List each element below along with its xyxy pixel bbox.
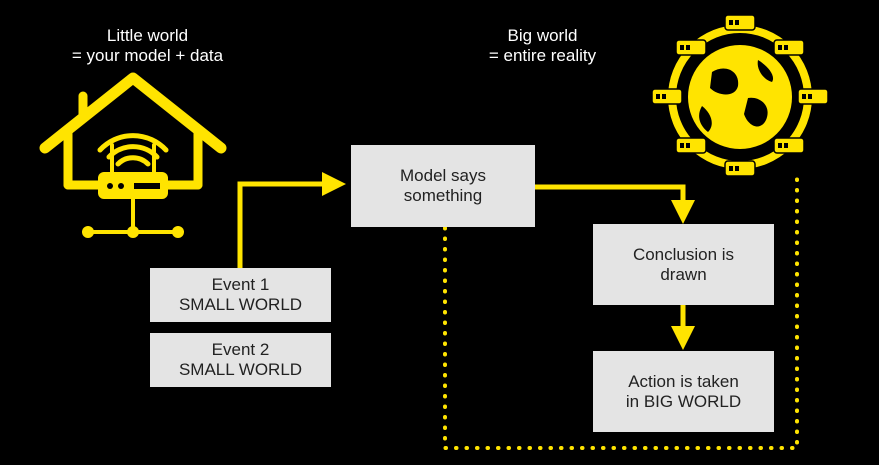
event2-sublabel: SMALL WORLD <box>178 360 303 379</box>
action-box: Action is taken in BIG WORLD <box>593 351 774 432</box>
conclusion-sublabel: drawn <box>660 264 707 284</box>
arrow-model-to-conclusion <box>535 184 695 224</box>
little-world-title: Little world = your model + data <box>55 26 240 66</box>
event1-box: Event 1 SMALL WORLD <box>150 268 331 322</box>
big-world-title-line1: Big world <box>507 26 578 45</box>
model-label: Model says <box>400 166 486 185</box>
little-world-title-line2: = your model + data <box>71 46 224 65</box>
little-world-title-line1: Little world <box>106 26 189 45</box>
big-world-title: Big world = entire reality <box>450 26 635 66</box>
model-box: Model says something <box>351 145 535 227</box>
house-with-router-icon <box>39 72 227 238</box>
event2-label: Event 2 <box>211 340 270 359</box>
big-world-title-line2: = entire reality <box>488 46 597 65</box>
model-sublabel: something <box>403 186 483 205</box>
action-sublabel: in BIG WORLD <box>625 391 742 411</box>
conclusion-box: Conclusion is drawn <box>593 224 774 305</box>
globe-with-servers-icon <box>651 14 829 177</box>
arrow-events-to-model <box>237 172 346 268</box>
event1-sublabel: SMALL WORLD <box>178 295 303 314</box>
arrow-conclusion-to-action <box>671 305 695 350</box>
event2-box: Event 2 SMALL WORLD <box>150 333 331 387</box>
conclusion-label: Conclusion is <box>632 244 735 264</box>
event1-label: Event 1 <box>211 275 270 294</box>
action-label: Action is taken <box>628 371 739 391</box>
